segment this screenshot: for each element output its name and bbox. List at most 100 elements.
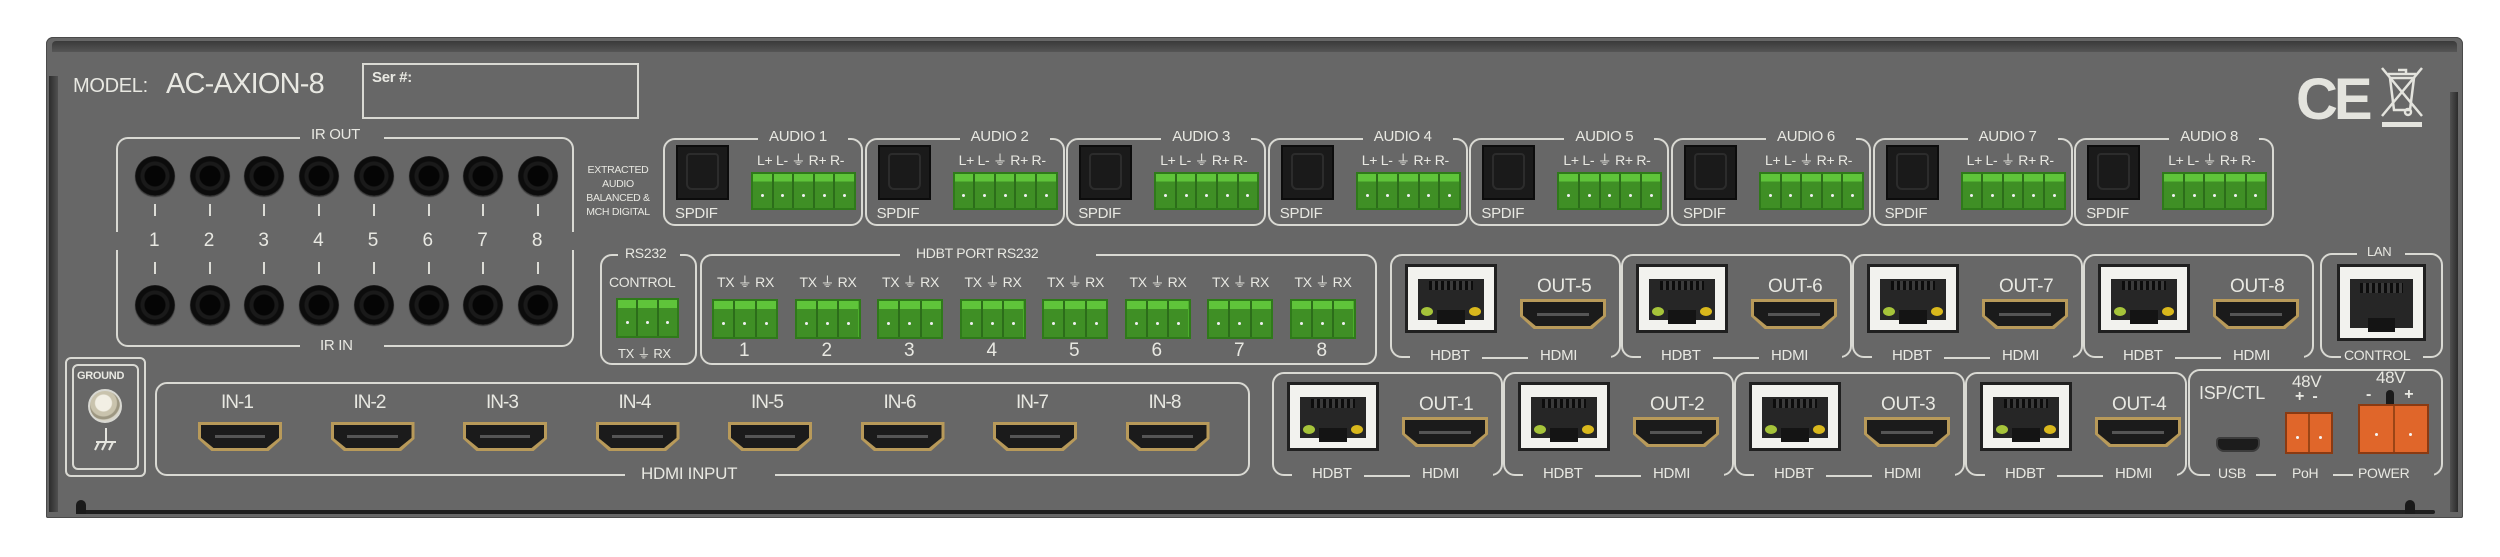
divider <box>263 262 266 274</box>
hdmi-input-port-7[interactable] <box>993 422 1077 451</box>
hdbt-rs232-terminal-3[interactable] <box>877 299 943 339</box>
audio-balanced-terminal[interactable] <box>2162 172 2268 210</box>
audio-balanced-terminal[interactable] <box>751 172 856 210</box>
ground-screw[interactable] <box>88 389 122 423</box>
ir-in-jack[interactable] <box>299 285 340 325</box>
ir-out-jack[interactable] <box>244 156 285 196</box>
hdmi-input-port-5[interactable] <box>728 422 812 451</box>
hdmi-output-port-out-3[interactable] <box>1864 417 1950 447</box>
hdmi-output-port-out-4[interactable] <box>2095 417 2181 447</box>
ir-out-jack[interactable] <box>299 156 340 196</box>
hdbt-port-out-1[interactable] <box>1287 382 1379 451</box>
ir-out-jack[interactable] <box>189 156 230 196</box>
panel-top-bevel <box>52 41 2457 52</box>
hdbt-rs232-terminal-5[interactable] <box>1042 299 1108 339</box>
hdmi-output-port-out-1[interactable] <box>1402 417 1488 447</box>
spdif-optical-port[interactable] <box>877 145 931 200</box>
spdif-optical-port[interactable] <box>2087 145 2141 200</box>
ir-in-jack[interactable] <box>244 285 285 325</box>
hdbt-rs232-terminal-7[interactable] <box>1207 299 1273 339</box>
hdmi-label: HDMI <box>2115 465 2153 482</box>
ir-out-jack[interactable] <box>408 156 449 196</box>
ir-in-jack[interactable] <box>353 285 394 325</box>
ir-section <box>116 137 574 347</box>
ir-out-jack[interactable] <box>463 156 504 196</box>
hdmi-input-port-1[interactable] <box>198 422 282 451</box>
hdbt-rs232-port-number: 7 <box>1234 340 1245 361</box>
power-terminal[interactable] <box>2358 404 2429 454</box>
hdmi-input-port-6[interactable] <box>860 422 945 451</box>
hdmi-label: HDMI <box>1540 347 1578 364</box>
hdmi-input-port-2[interactable] <box>330 422 415 451</box>
hdbt-port-out-7[interactable] <box>1867 264 1959 333</box>
spdif-optical-port[interactable] <box>1079 145 1133 200</box>
ir-in-jack[interactable] <box>189 285 230 325</box>
hdbt-rs232-port-number: 8 <box>1316 340 1328 361</box>
spdif-optical-port[interactable] <box>1482 145 1536 200</box>
audio-balanced-terminal[interactable] <box>952 172 1058 210</box>
ir-out-jack[interactable] <box>135 156 175 196</box>
hdmi-input-port-8[interactable] <box>1125 422 1210 451</box>
hdbt-rs232-terminal-1[interactable] <box>712 299 778 339</box>
hdmi-input-section <box>155 382 1250 476</box>
spdif-optical-port[interactable] <box>676 145 729 200</box>
hdbt-rs232-terminal-4[interactable] <box>959 299 1026 339</box>
hdbt-port-out-8[interactable] <box>2098 264 2190 333</box>
hdmi-input-port-4[interactable] <box>595 422 680 451</box>
hdbt-rs232-pin-label: TX ⏚ RX <box>1294 274 1352 290</box>
hdbt-label: HDBT <box>1430 347 1470 364</box>
output-label: OUT-3 <box>1881 394 1936 415</box>
audio-pin-label: L+ L- ⏚ R+ R- <box>1563 152 1651 168</box>
audio-balanced-terminal[interactable] <box>1759 172 1864 210</box>
audio-balanced-terminal[interactable] <box>1960 172 2066 210</box>
spdif-label: SPDIF <box>1279 205 1323 222</box>
audio-balanced-terminal[interactable] <box>1557 172 1663 210</box>
rs232-title: RS232 <box>625 245 667 261</box>
hdmi-input-port-3[interactable] <box>463 422 547 451</box>
hdbt-rs232-terminal-2[interactable] <box>794 299 861 339</box>
ir-out-jack[interactable] <box>353 156 394 196</box>
spdif-label: SPDIF <box>675 205 718 222</box>
power-voltage-label: 48V <box>2376 368 2406 387</box>
spdif-optical-port[interactable] <box>1280 145 1334 200</box>
power-key-tab <box>2386 390 2394 404</box>
divider <box>536 204 539 216</box>
hdbt-label: HDBT <box>2123 347 2163 364</box>
ir-channel-number: 7 <box>477 230 488 251</box>
hdbt-port-out-3[interactable] <box>1749 382 1841 451</box>
audio-balanced-terminal[interactable] <box>1154 172 1260 210</box>
rs232-control-terminal[interactable] <box>616 298 679 338</box>
serial-label: Ser #: <box>372 69 412 86</box>
ir-in-jack[interactable] <box>463 285 504 325</box>
model-label: MODEL: <box>73 75 148 97</box>
usb-port[interactable] <box>2216 437 2260 452</box>
hdbt-port-out-2[interactable] <box>1518 382 1610 451</box>
hdmi-output-port-out-2[interactable] <box>1633 417 1719 447</box>
poh-terminal[interactable] <box>2285 412 2333 454</box>
hdmi-output-port-out-5[interactable] <box>1520 299 1606 329</box>
lan-control-port[interactable] <box>2337 264 2426 341</box>
hdmi-output-port-out-6[interactable] <box>1751 299 1837 329</box>
hdbt-port-out-5[interactable] <box>1405 264 1497 333</box>
ir-in-jack[interactable] <box>135 285 175 325</box>
hdbt-rs232-terminal-6[interactable] <box>1124 299 1191 339</box>
link-led-icon <box>1996 425 2008 434</box>
spdif-optical-port[interactable] <box>1885 145 1939 200</box>
audio-balanced-terminal[interactable] <box>1355 172 1461 210</box>
ir-in-jack[interactable] <box>408 285 449 325</box>
hdmi-output-port-out-8[interactable] <box>2213 299 2299 329</box>
note-line: BALANCED & <box>586 192 650 204</box>
hdmi-input-label: IN-3 <box>486 392 519 413</box>
spdif-optical-port[interactable] <box>1684 145 1737 200</box>
hdbt-label: HDBT <box>2005 465 2045 482</box>
hdbt-port-out-6[interactable] <box>1636 264 1728 333</box>
ir-in-jack[interactable] <box>517 285 558 325</box>
hdmi-output-port-out-7[interactable] <box>1982 299 2068 329</box>
hdbt-port-out-4[interactable] <box>1980 382 2072 451</box>
output-label: OUT-1 <box>1419 394 1474 415</box>
hdbt-rs232-terminal-8[interactable] <box>1289 299 1356 339</box>
audio-group-label: AUDIO 5 <box>1575 128 1634 145</box>
hdbt-rs232-port-number: 1 <box>739 340 750 361</box>
ir-out-jack[interactable] <box>517 156 558 196</box>
ir-channel-number: 4 <box>313 230 324 251</box>
